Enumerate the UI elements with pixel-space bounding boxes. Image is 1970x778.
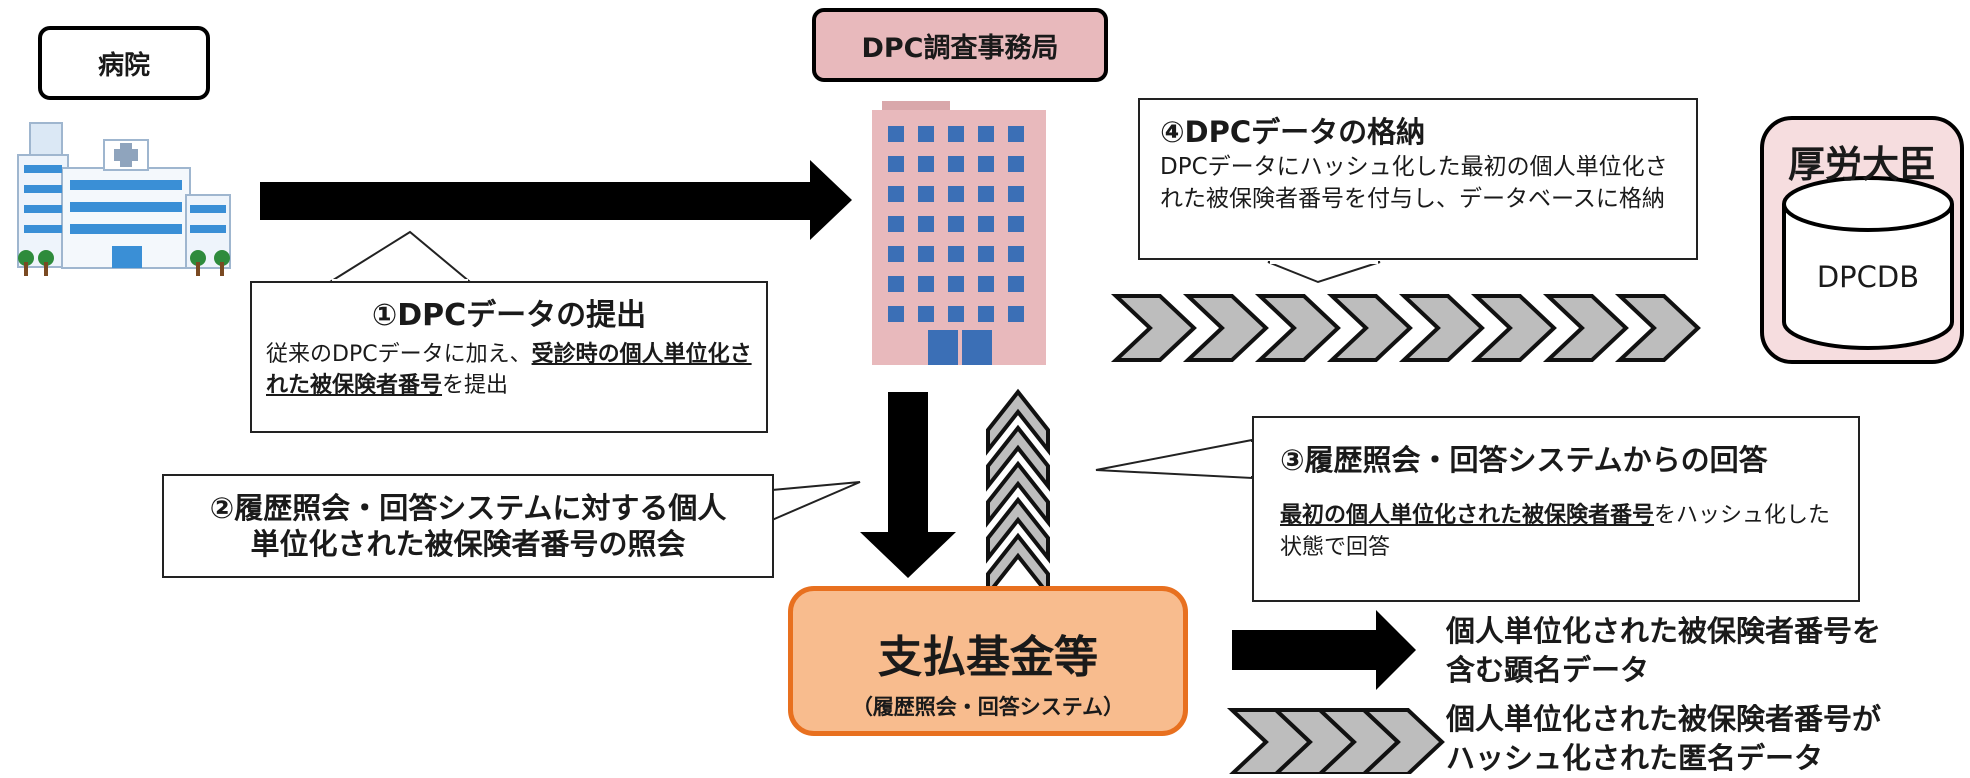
callout-step4: ④DPCデータの格納 DPCデータにハッシュ化した最初の個人単位化された被保険者… [1138,98,1698,260]
callout-tail-3 [1095,438,1253,480]
office-window [978,246,994,262]
office-window [948,156,964,172]
legend-chevrons [1230,708,1444,774]
office-window [888,306,904,322]
step1-text: 従来のDPCデータに加え、受診時の個人単位化された被保険者番号を提出 [266,341,752,399]
legend-solid-arrow [1232,610,1416,690]
chevrons-answer-up [986,390,1050,596]
office-window [918,186,934,202]
office-window [888,156,904,172]
office-window [918,306,934,322]
office-window [888,186,904,202]
arrow-query-down [860,392,956,578]
office-window [1008,246,1024,262]
callout-step3: ③履歴照会・回答システムからの回答 最初の個人単位化された被保険者番号をハッシュ… [1252,416,1860,602]
office-window [948,216,964,232]
office-window [978,276,994,292]
legend-solid-text: 個人単位化された被保険者番号を 含む顕名データ [1446,614,1882,688]
office-window [918,126,934,142]
office-window [918,276,934,292]
callout-tail-4 [1267,261,1381,284]
office-window [948,186,964,202]
office-window [918,246,934,262]
hospital-building-icon [17,122,231,276]
office-window [1008,156,1024,172]
callout-step2: ②履歴照会・回答システムに対する個人 単位化された被保険者番号の照会 [162,474,774,578]
step3-title: ③履歴照会・回答システムからの回答 [1280,443,1768,477]
hospital-label: 病院 [38,26,210,100]
office-window [888,126,904,142]
mhlw-label: 厚労大臣 [1788,143,1936,186]
payer-title: 支払基金等 [878,632,1098,683]
dpcdb-label: DPCDB [1816,260,1920,294]
callout-tail-1 [326,230,473,283]
office-window [1008,276,1024,292]
step2-line1: ②履歴照会・回答システムに対する個人 [209,491,727,525]
step4-title: ④DPCデータの格納 [1160,115,1426,149]
office-window [978,186,994,202]
office-window [948,276,964,292]
step3-text: 最初の個人単位化された被保険者番号をハッシュ化した状態で回答 [1280,503,1831,561]
office-window [978,126,994,142]
office-window [948,126,964,142]
step4-text: DPCデータにハッシュ化した最初の個人単位化された被保険者番号を付与し、データベ… [1160,154,1668,212]
office-window [978,216,994,232]
payer-subtitle: （履歴照会・回答システム） [851,695,1125,719]
database-cylinder-icon [1782,176,1954,350]
office-window [978,156,994,172]
office-window [978,306,994,322]
payer-box: 支払基金等 （履歴照会・回答システム） [788,586,1188,736]
callout-step1: ①DPCデータの提出 従来のDPCデータに加え、受診時の個人単位化された被保険者… [250,281,768,433]
office-window [948,246,964,262]
office-window [1008,126,1024,142]
office-building-icon [872,101,1046,365]
callout-tail-2 [771,481,861,522]
office-window [1008,216,1024,232]
office-window [888,276,904,292]
legend-chevron-text: 個人単位化された被保険者番号が ハッシュ化された匿名データ [1446,702,1882,776]
step2-line2: 単位化された被保険者番号の照会 [250,527,686,562]
step1-title: ①DPCデータの提出 [371,298,647,333]
office-window [1008,186,1024,202]
office-window [1008,306,1024,322]
office-window [918,156,934,172]
office-window [918,216,934,232]
arrow-submit [260,160,852,240]
office-window [948,306,964,322]
office-window [888,216,904,232]
chevrons-store-right [1114,294,1700,362]
office-window [888,246,904,262]
dpc-office-label: DPC調査事務局 [812,8,1108,82]
